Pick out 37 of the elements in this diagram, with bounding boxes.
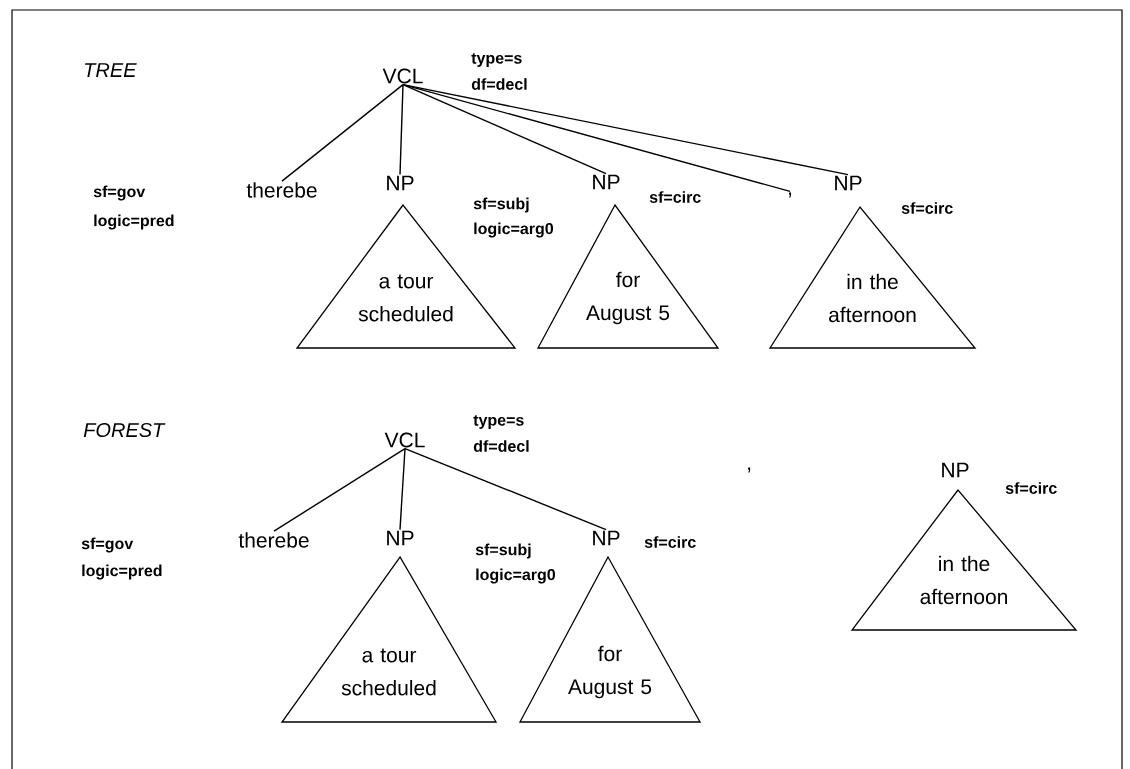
branch-line bbox=[402, 83, 849, 176]
feature-label: sf=circ bbox=[1005, 482, 1057, 494]
feature-label: sf=gov bbox=[81, 537, 134, 553]
node-label: NP bbox=[593, 174, 620, 190]
feature-label: sf=subj bbox=[473, 197, 529, 213]
section-label: TREE bbox=[85, 63, 137, 77]
feature-label: type=s bbox=[471, 53, 522, 67]
node-label: NP bbox=[942, 462, 969, 478]
feature-label: sf=circ bbox=[649, 191, 701, 203]
feature-label: logic=pred bbox=[82, 564, 162, 580]
branch-line bbox=[281, 83, 404, 182]
feature-label: logic=arg0 bbox=[474, 222, 553, 238]
word-label: , bbox=[788, 192, 792, 198]
category-label: VCL bbox=[384, 432, 425, 448]
category-label: VCL bbox=[382, 68, 423, 84]
node-label: NP bbox=[387, 530, 414, 546]
section-label: FOREST bbox=[83, 422, 166, 438]
feature-label: logic=pred bbox=[94, 214, 174, 230]
node-label: NP bbox=[593, 530, 620, 546]
word-label: therebe bbox=[246, 182, 317, 198]
branch-line bbox=[399, 447, 406, 531]
feature-label: sf=gov bbox=[93, 185, 146, 201]
word-label: therebe bbox=[238, 532, 309, 548]
branch-line bbox=[399, 83, 404, 176]
feature-label: df=decl bbox=[473, 440, 529, 452]
branch-line bbox=[404, 447, 607, 531]
comma-label: , bbox=[748, 467, 751, 473]
feature-label: type=s bbox=[473, 415, 524, 429]
feature-label: sf=circ bbox=[644, 536, 696, 548]
branch-line bbox=[402, 83, 607, 175]
branch-line bbox=[273, 447, 406, 532]
feature-label: df=decl bbox=[471, 78, 527, 90]
node-label: NP bbox=[835, 175, 862, 191]
node-label: NP bbox=[387, 175, 414, 191]
feature-label: sf=subj bbox=[475, 543, 531, 559]
feature-label: logic=arg0 bbox=[476, 568, 555, 584]
feature-label: sf=circ bbox=[901, 202, 953, 214]
